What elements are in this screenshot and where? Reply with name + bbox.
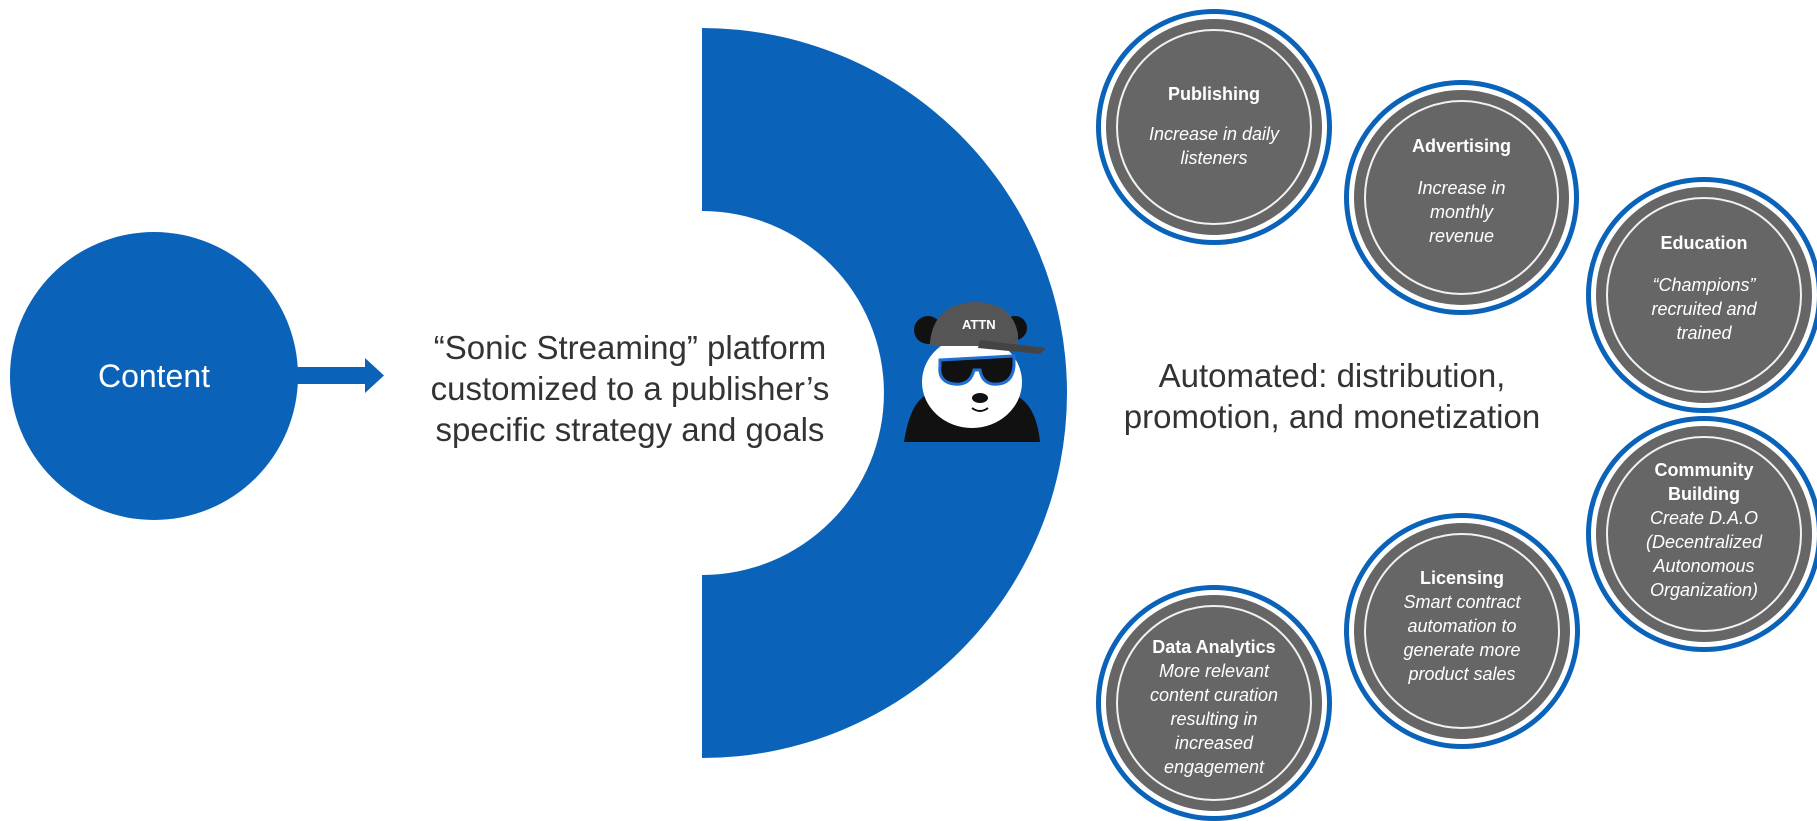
logo-cap-text: ATTN	[962, 317, 996, 332]
benefit-title: Licensing	[1419, 568, 1504, 588]
benefit-title: Education	[1660, 233, 1748, 253]
benefit-description: Smart contract automation to generate mo…	[1403, 592, 1521, 684]
benefit-description: Increase in daily listeners	[1148, 124, 1280, 168]
arrow-shaft	[297, 367, 370, 384]
content-circle	[10, 232, 298, 520]
benefit-advertising: Advertising Increase in monthly revenue	[1344, 80, 1579, 315]
benefit-description: Increase in monthly revenue	[1417, 178, 1506, 246]
benefit-data-analytics: Data Analytics More relevant content cur…	[1096, 585, 1332, 821]
content-label: Content	[97, 358, 211, 394]
benefit-title: Advertising	[1411, 136, 1512, 156]
arrow-head	[365, 358, 384, 393]
platform-arc	[702, 28, 1067, 758]
platform-description: “Sonic Streaming” platform customized to…	[430, 329, 830, 448]
panda-mascot-icon	[904, 302, 1046, 442]
benefit-licensing: Licensing Smart contract automation to g…	[1344, 513, 1580, 749]
benefit-description: Create D.A.O (Decentralized Autonomous O…	[1645, 508, 1763, 600]
benefit-description: “Champions” recruited and trained	[1651, 275, 1757, 343]
benefit-publishing: Publishing Increase in daily listeners	[1096, 9, 1332, 245]
benefit-description: More relevant content curation resulting…	[1149, 661, 1279, 777]
benefit-title: Data Analytics	[1152, 637, 1276, 657]
benefit-education: Education “Champions” recruited and trai…	[1586, 177, 1817, 413]
benefit-title: Community Building	[1654, 460, 1754, 504]
automation-description: Automated: distribution, promotion, and …	[1123, 357, 1541, 435]
benefit-community-building: Community Building Create D.A.O (Decentr…	[1586, 416, 1817, 652]
benefit-title: Publishing	[1168, 84, 1260, 104]
